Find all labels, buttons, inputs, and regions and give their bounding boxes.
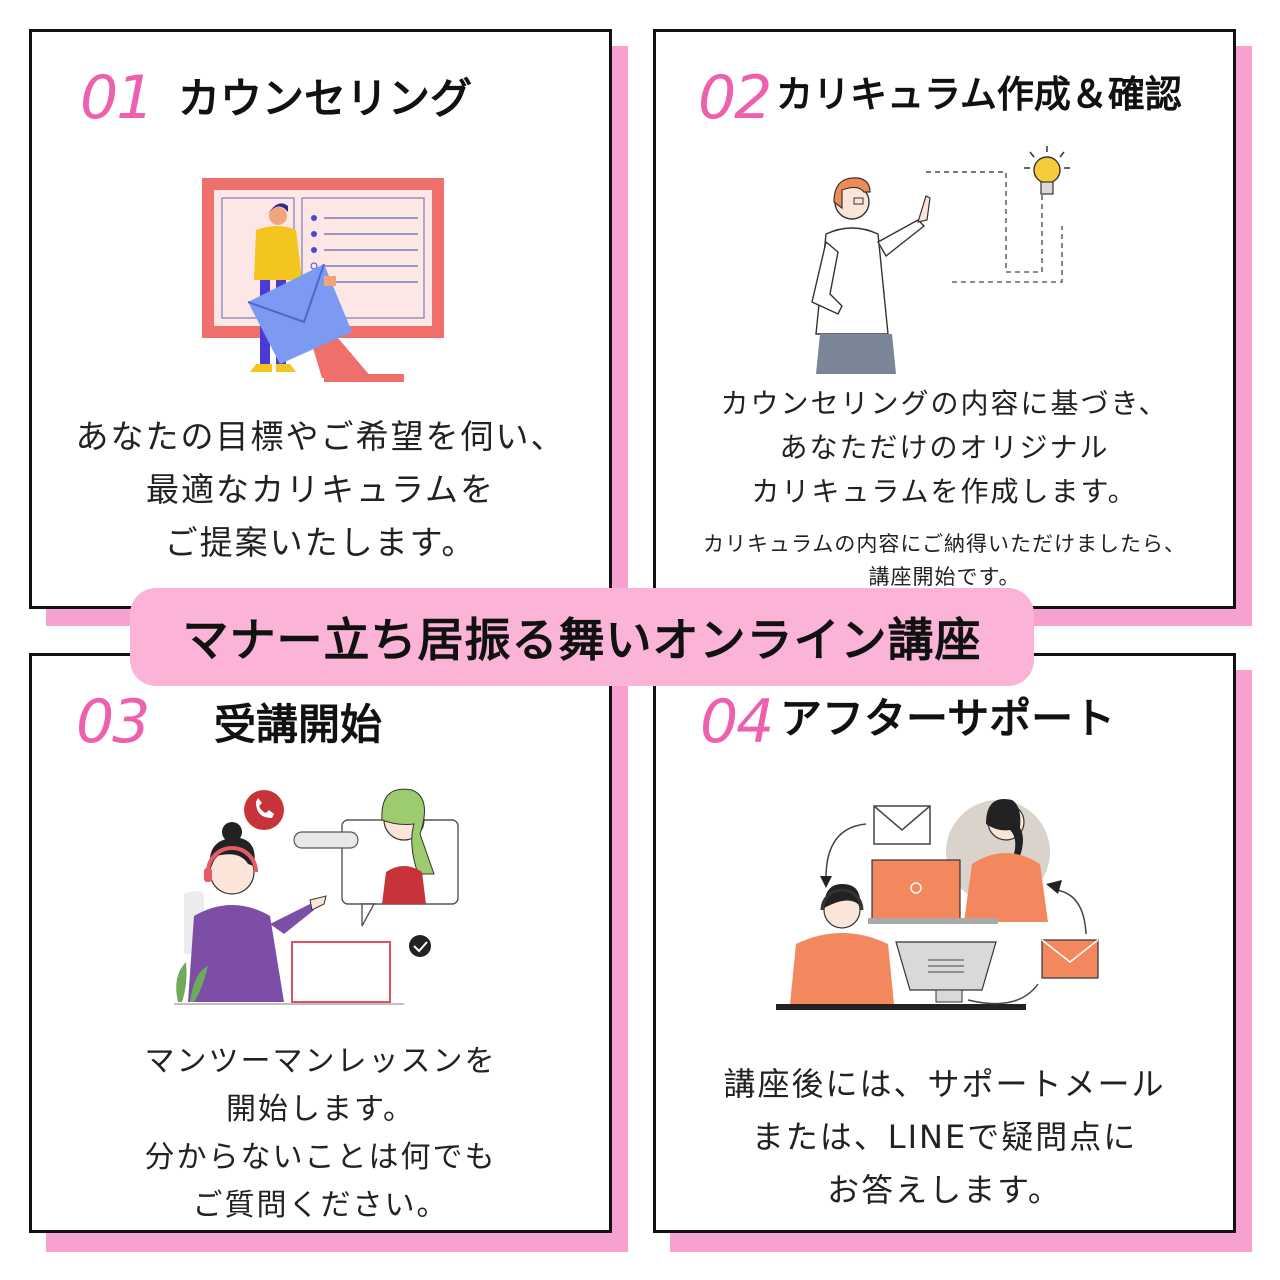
course-title: マナー立ち居振る舞いオンライン講座	[182, 613, 982, 667]
step-card-curriculum: 02 カリキュラム作成＆確認 カウンセリングの内容に基づき、 あなただけのオリジ…	[653, 29, 1236, 609]
step-title: アフターサポート	[780, 694, 1116, 743]
course-title-banner: マナー立ち居振る舞いオンライン講座	[130, 588, 1034, 686]
step-card-after-support: 04 アフターサポート 講座後には、サポートメール または、LINEで疑問点に …	[653, 653, 1236, 1233]
step-card-counseling: 01 カウンセリング あなたの目標やご希望を伺い、 最適なカリキュラムを ご提案…	[29, 29, 612, 609]
step-number: 04	[700, 687, 774, 757]
step-description: マンツーマンレッスンを 開始します。 分からないことは何でも ご質問ください。	[144, 1044, 497, 1223]
monitor-envelope-person-illustration	[202, 178, 444, 382]
step-note: カリキュラムの内容にご納得いただけましたら、 講座開始です。	[703, 532, 1186, 589]
step-description: 講座後には、サポートメール または、LINEで疑問点に お答えします。	[723, 1065, 1166, 1209]
online-lesson-headset-illustration	[174, 788, 459, 1005]
step-number: 01	[80, 63, 154, 133]
step-description: カウンセリングの内容に基づき、 あなただけのオリジナル カリキュラムを作成します…	[720, 387, 1169, 508]
step-title: カリキュラム作成＆確認	[776, 73, 1182, 116]
step-title: 受講開始	[214, 700, 383, 749]
step-card-lesson-start: 03 受講開始 マンツーマンレッスンを 開始します。 分からないことは何でも ご…	[29, 653, 612, 1233]
woman-pointing-lightbulb-illustration	[811, 146, 1070, 374]
step-title: カウンセリング	[178, 74, 473, 123]
step-number: 02	[698, 63, 772, 133]
step-description: あなたの目標やご希望を伺い、 最適なカリキュラムを ご提案いたします。	[75, 417, 566, 562]
step-number: 03	[76, 687, 150, 757]
support-mail-illustration	[776, 799, 1099, 1010]
